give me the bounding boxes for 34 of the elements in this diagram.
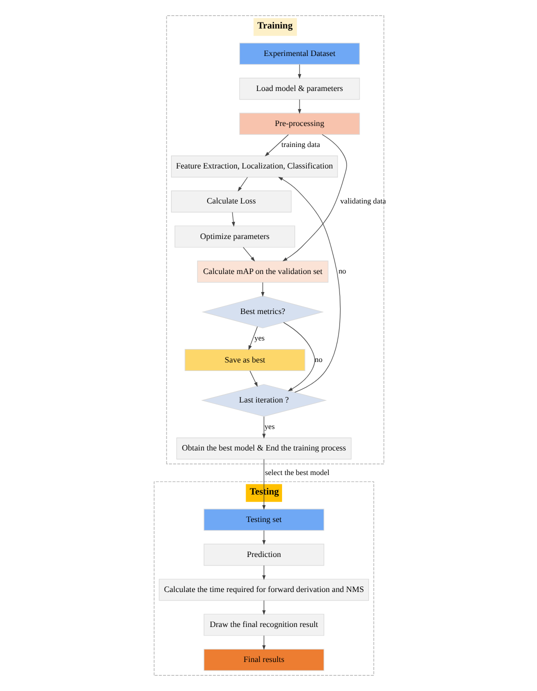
node-box: Prediction [203, 544, 324, 566]
node-box: Pre-processing [238, 112, 360, 135]
arrow [282, 322, 315, 392]
node-box: Experimental Dataset [238, 42, 360, 65]
node-box: Calculate mAP on the validation set [196, 260, 328, 283]
arrow [278, 176, 340, 393]
arrow [231, 212, 235, 227]
arrow [237, 176, 248, 192]
arrow [248, 326, 258, 350]
arrow [262, 416, 266, 439]
arrow [262, 600, 266, 615]
arrow [260, 282, 264, 297]
node-diamond: Best metrics? [201, 296, 324, 328]
arrow [282, 134, 346, 262]
arrow [297, 64, 301, 79]
arrow [262, 530, 266, 545]
node-box: Calculate Loss [170, 190, 292, 213]
node-box: Load model & parameters [238, 78, 360, 100]
node-box: Save as best [184, 349, 305, 372]
arrow [262, 458, 266, 510]
arrow [262, 635, 266, 650]
node-box: Optimize parameters [174, 226, 295, 248]
node-box: Testing set [203, 508, 324, 531]
arrow [242, 247, 254, 262]
node-box: Calculate the time required for forward derivation and NMS [158, 578, 369, 601]
node-box: Final results [203, 648, 324, 671]
node-diamond: Last iteration ? [200, 384, 326, 417]
node-box: Obtain the best model & End the training process [176, 438, 352, 460]
node-box: Feature Extraction, Localization, Classification [170, 156, 338, 178]
arrow [297, 99, 301, 114]
arrow [249, 370, 258, 387]
arrow [262, 565, 266, 580]
arrow [264, 134, 288, 156]
node-box: Draw the final recognition result [203, 614, 324, 636]
